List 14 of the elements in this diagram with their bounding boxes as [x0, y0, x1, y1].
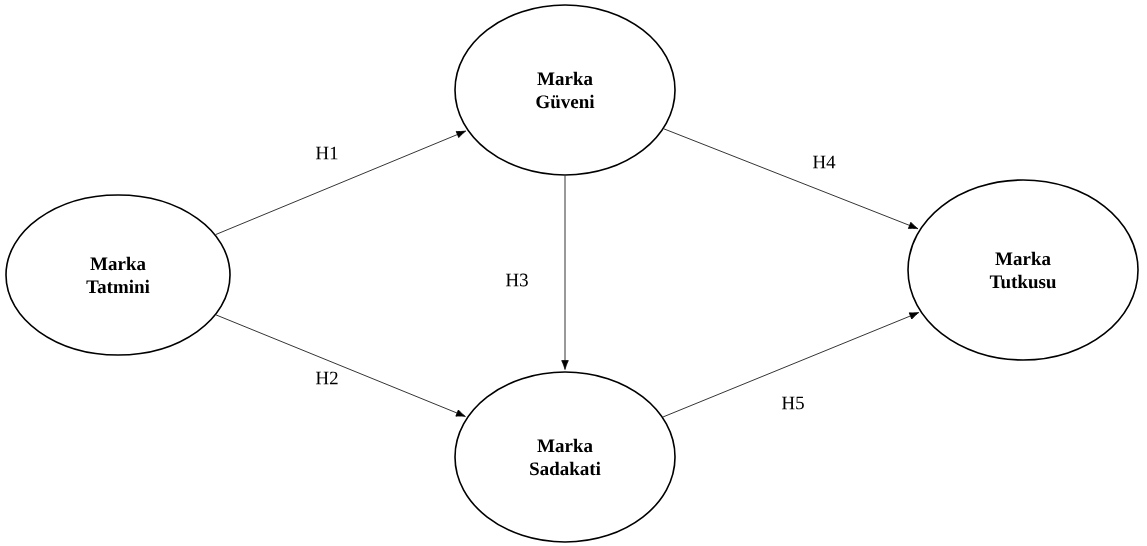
ellipse-node: Marka Güveni	[454, 4, 676, 176]
ellipse-node: Marka Tutkusu	[907, 179, 1139, 361]
arrow	[663, 128, 919, 230]
arrow	[662, 312, 920, 418]
arrow	[215, 130, 467, 235]
edge-label: H1	[315, 146, 338, 160]
edge-label: H4	[812, 155, 836, 169]
edge-label: H5	[781, 396, 804, 410]
edge-label: H2	[315, 371, 338, 385]
arrow	[561, 175, 569, 370]
arrow	[215, 314, 466, 417]
edge-label: H3	[505, 273, 528, 287]
ellipse-node: Marka Sadakati	[454, 371, 676, 543]
ellipse-node: Marka Tatmini	[5, 194, 231, 356]
